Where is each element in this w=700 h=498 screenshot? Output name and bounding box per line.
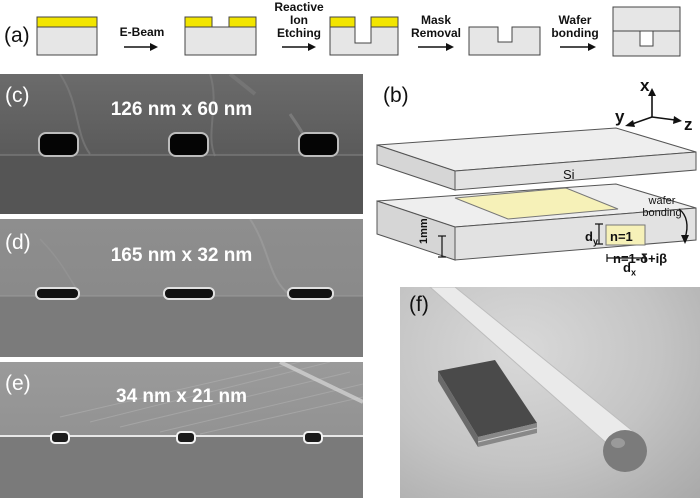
wafer-patterned-mask — [184, 16, 257, 56]
silicon-chip — [438, 360, 538, 447]
bonding-label: wafer bonding — [638, 195, 686, 219]
step-label-line: Mask — [420, 13, 452, 27]
bonding-arrowhead — [681, 235, 689, 244]
wafer-etched-with-mask — [329, 16, 399, 56]
step-label-line: E-Beam — [119, 25, 165, 39]
axis-y-label: y — [615, 107, 625, 126]
process-arrow-2 — [282, 43, 316, 51]
channel-hole — [35, 287, 80, 300]
bottom-plate — [376, 183, 697, 261]
axis-x-label: x — [640, 76, 650, 95]
sem-image-e: (e) 34 nm x 21 nm — [0, 362, 363, 498]
bonding-label-line-1: wafer — [648, 195, 676, 207]
sem-texture-d — [0, 219, 363, 357]
wafer-etched — [468, 26, 541, 56]
thickness-bracket — [438, 235, 446, 258]
panel-c-label: (c) — [5, 84, 30, 107]
panel-e-label: (e) — [5, 372, 31, 395]
step-label-mask-removal: Mask Removal — [403, 14, 469, 40]
waveguide-schematic — [376, 88, 697, 262]
panel-a-label: (a) — [4, 24, 30, 47]
sem-image-d: (d) 165 nm x 32 nm — [0, 219, 363, 357]
coordinate-axes — [625, 88, 682, 127]
sem-texture-e — [0, 362, 363, 498]
photo-content — [429, 287, 647, 472]
channel-hole — [176, 431, 196, 444]
channel-hole — [38, 132, 79, 157]
bonding-label-line-2: bonding — [642, 207, 682, 219]
channel-hole — [50, 431, 70, 444]
process-arrow-3 — [418, 43, 454, 51]
process-arrow-4 — [560, 43, 596, 51]
step-label-line: Ion — [290, 13, 308, 27]
step-label-ebeam: E-Beam — [112, 26, 172, 39]
dx-subscript: x — [630, 267, 636, 278]
match-head — [603, 430, 647, 472]
dy-label: dy — [585, 229, 598, 247]
dy-subscript: y — [592, 236, 598, 247]
step-label-line: Reactive — [274, 0, 324, 14]
top-si-plate — [376, 127, 697, 191]
panel-f-label: (f) — [409, 293, 429, 316]
sem-dimension-label: 165 nm x 32 nm — [110, 245, 253, 266]
step-label-line: bonding — [551, 26, 599, 40]
channel-hole — [287, 287, 334, 300]
step-label-line: Wafer — [558, 13, 592, 27]
sem-dimension-label: 126 nm x 60 nm — [110, 99, 253, 120]
wafer-with-mask — [36, 16, 98, 56]
dx-bracket — [606, 254, 646, 262]
step-label-reactive-ion-etching: Reactive Ion Etching — [266, 1, 332, 40]
sem-texture-c — [0, 74, 363, 214]
bonded-wafers — [612, 6, 681, 57]
axis-z-label: z — [684, 115, 693, 134]
channel-hole — [168, 132, 209, 157]
panel-d-label: (d) — [5, 231, 31, 254]
channel-cross-section — [605, 224, 646, 246]
dy-symbol: d — [585, 229, 593, 244]
channel-hole — [303, 431, 323, 444]
dx-symbol: d — [623, 260, 631, 275]
thickness-label: 1mm — [418, 218, 430, 244]
process-flow-diagram — [36, 6, 681, 57]
dx-label: dx — [623, 260, 636, 278]
step-label-wafer-bonding: Wafer bonding — [542, 14, 608, 40]
core-index-label: n=1 — [610, 229, 633, 244]
photo-f: (f) — [400, 287, 700, 498]
air-channel — [454, 187, 619, 220]
process-arrow-1 — [124, 43, 158, 51]
dy-bracket — [595, 223, 603, 245]
si-plate-label: Si — [563, 167, 575, 182]
step-label-line: Removal — [410, 26, 462, 40]
channel-hole — [163, 287, 215, 300]
step-label-line: Etching — [277, 26, 321, 40]
channel-hole — [298, 132, 339, 157]
panel-b-label: (b) — [383, 84, 409, 107]
sem-dimension-label: 34 nm x 21 nm — [116, 386, 247, 407]
cladding-index-label: n=1-δ+iβ — [613, 251, 668, 266]
sem-image-c: (c) 126 nm x 60 nm — [0, 74, 363, 214]
